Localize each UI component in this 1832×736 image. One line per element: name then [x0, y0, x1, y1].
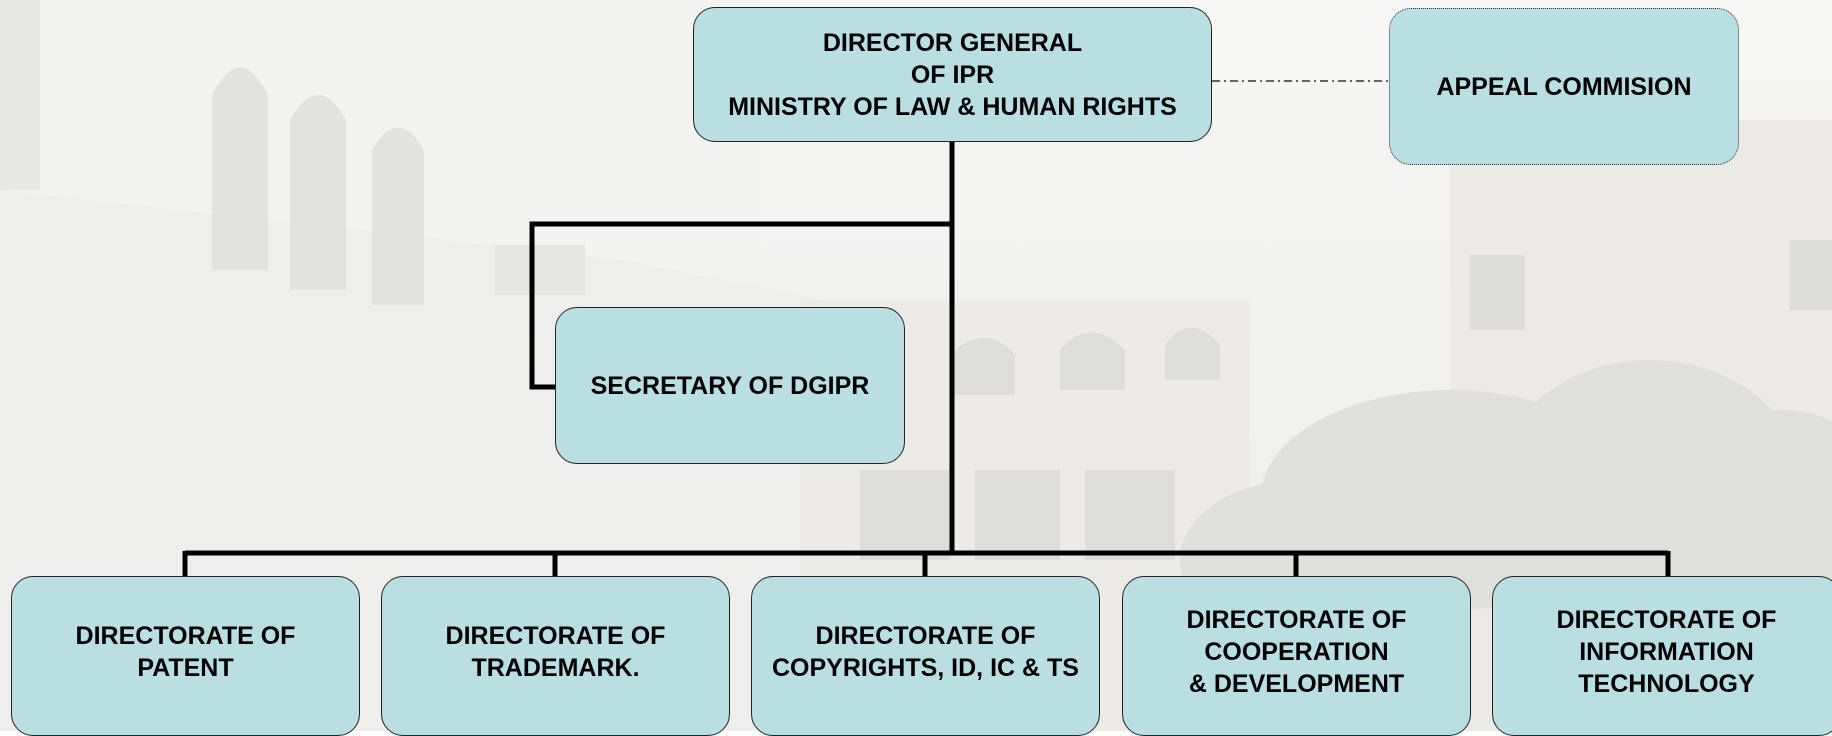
directorate-line: DIRECTORATE OF: [1186, 606, 1407, 634]
secretary-connector: [529, 221, 952, 390]
directorate-box: DIRECTORATE OF COOPERATION & DEVELOPMENT: [1122, 576, 1471, 736]
directorate-line: DIRECTORATE OF: [815, 622, 1036, 650]
directorate-line: DIRECTORATE OF: [1556, 606, 1777, 634]
directorate-box: DIRECTORATE OF PATENT: [11, 576, 360, 736]
directorate-line: COOPERATION: [1204, 638, 1389, 666]
directorate-line: & DEVELOPMENT: [1188, 670, 1405, 698]
directorate-line: TECHNOLOGY: [1578, 670, 1755, 698]
appeal-commission-box: APPEAL COMMISION: [1389, 8, 1739, 165]
directorate-line: COPYRIGHTS, ID, IC & TS: [772, 654, 1079, 682]
secretary-box: SECRETARY OF DGIPR: [555, 307, 905, 464]
appeal-commission-label: APPEAL COMMISION: [1436, 72, 1692, 101]
directorate-line: TRADEMARK.: [471, 654, 640, 682]
director-general-box: DIRECTOR GENERAL OF IPR MINISTRY OF LAW …: [693, 7, 1212, 142]
director-general-line: OF IPR: [910, 60, 995, 89]
directorate-box: DIRECTORATE OF INFORMATION TECHNOLOGY: [1492, 576, 1832, 736]
directorate-line: INFORMATION: [1579, 638, 1754, 666]
director-general-line: DIRECTOR GENERAL: [822, 28, 1083, 57]
directorate-line: DIRECTORATE OF: [445, 622, 666, 650]
secretary-label: SECRETARY OF DGIPR: [590, 371, 870, 400]
directorate-line: DIRECTORATE OF: [75, 622, 296, 650]
directorate-box: DIRECTORATE OF COPYRIGHTS, ID, IC & TS: [751, 576, 1100, 736]
director-general-line: MINISTRY OF LAW & HUMAN RIGHTS: [728, 92, 1177, 121]
directorate-line: PATENT: [137, 654, 234, 682]
directorate-box: DIRECTORATE OF TRADEMARK.: [381, 576, 730, 736]
